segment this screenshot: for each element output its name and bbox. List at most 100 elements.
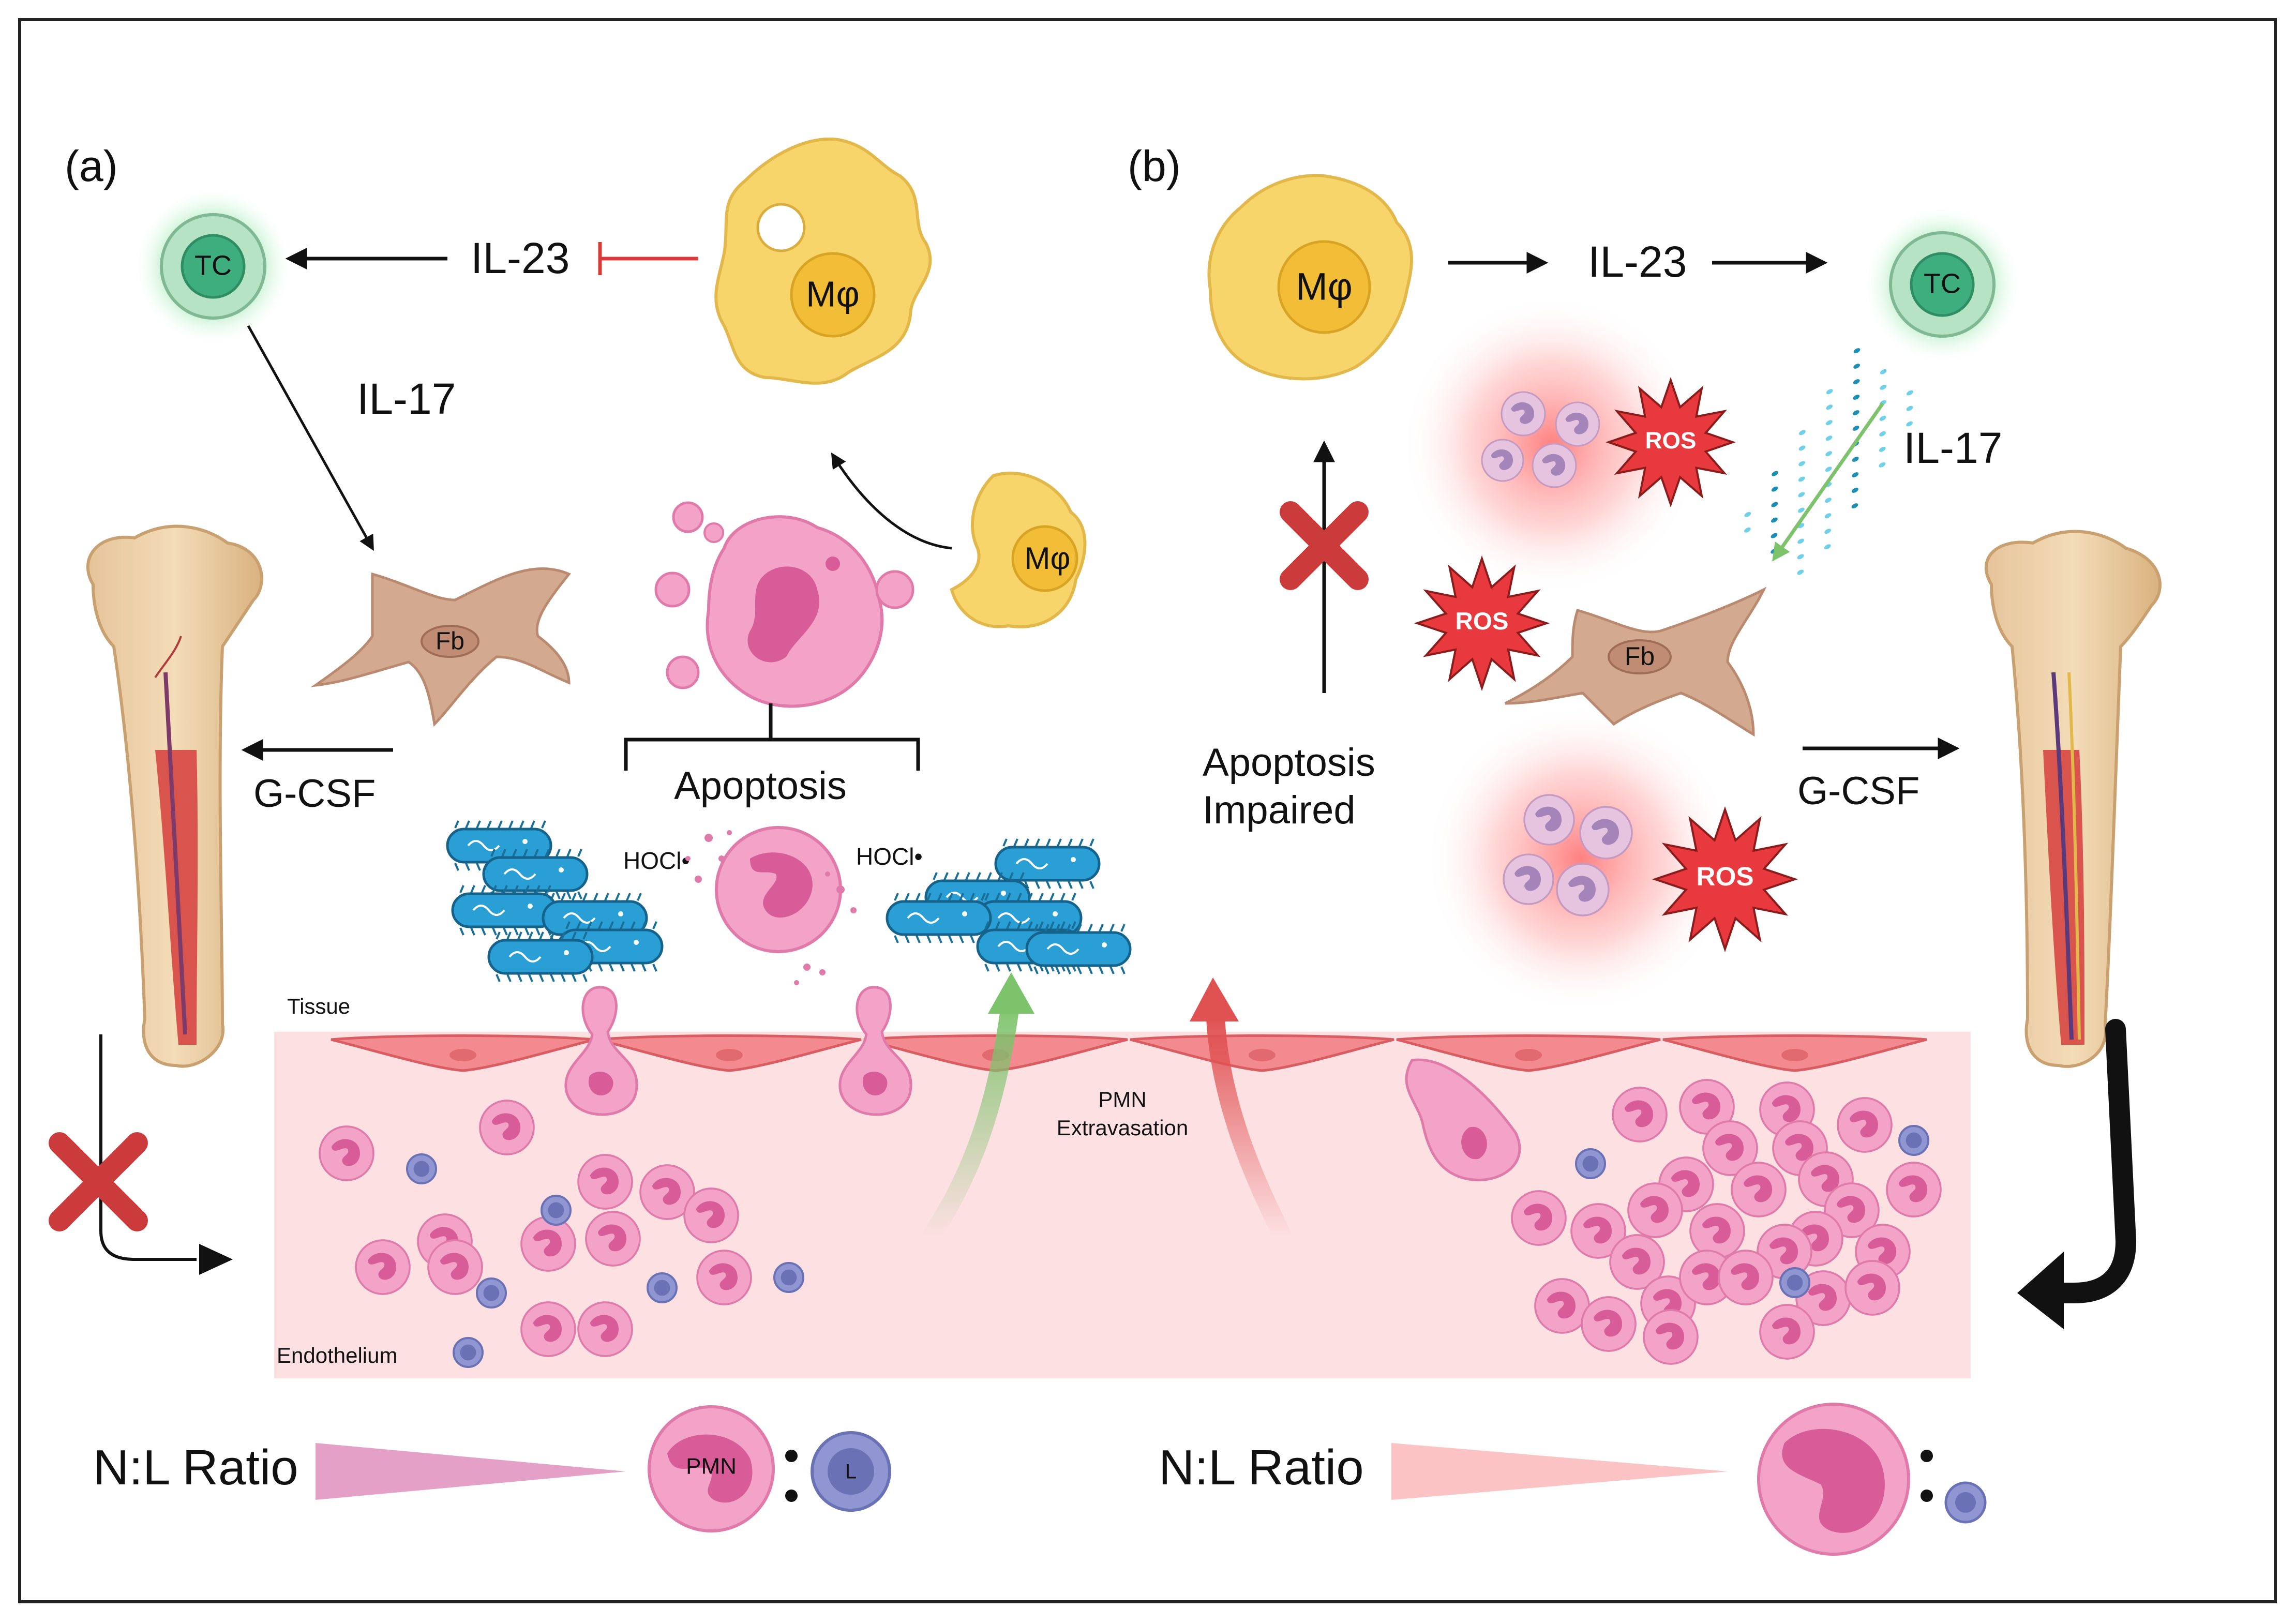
nl-ratio-label-a: N:L Ratio [93,1440,298,1495]
macrophage-a: Mφ [714,138,932,385]
vessel-lymphocyte-left-2 [476,1277,507,1309]
bone-a-exit-arrowhead [199,1244,233,1275]
macrophage-a-small: Mφ [950,471,1087,628]
vessel-neutrophil-right-4 [1702,1120,1758,1176]
endothelial-cell-4 [1396,1034,1661,1072]
transmigrating-neutrophil-3 [1405,1058,1521,1181]
vessel-neutrophil-right-1 [1679,1079,1735,1135]
lymphocyte-label: L [845,1461,857,1483]
macrophage-b: Mφ [1207,174,1413,381]
bacterium-left-1 [482,849,589,899]
vessel-neutrophil-right-14 [1511,1190,1567,1246]
extravasation-arrow-a [922,989,1021,1245]
macrophage-a-small-label: Mφ [1025,541,1071,576]
vessel-neutrophil-left-4 [683,1187,739,1243]
ros-bottom-cell-0 [1523,794,1575,846]
ros-star-2: ROS [1652,806,1798,953]
bone-a [86,524,263,1068]
gcsf-label-b: G-CSF [1797,769,1919,813]
il17-label-a: IL-17 [357,374,456,423]
il17-label-b: IL-17 [1903,424,2002,472]
macrophage-a-label: Mφ [806,274,860,314]
vessel-neutrophil-right-12 [1627,1182,1683,1238]
endothelial-lining [331,1034,1927,1072]
il23-label-a: IL-23 [471,234,569,282]
ratio-colon-dot-a1 [785,1450,798,1462]
fibroblast-b-label: Fb [1625,642,1655,671]
ros-star-0: ROS [1605,377,1736,508]
lymphocyte-cell-a: L [811,1431,891,1512]
endothelial-cell-5 [1662,1034,1927,1072]
ros-bottom-cell-3 [1556,863,1610,916]
vessel-neutrophil-left-10 [520,1301,576,1357]
vessel-neutrophil-left-11 [577,1301,633,1357]
il17-arrow-a [247,325,374,551]
ratio-colon-dot-b1 [1921,1450,1933,1462]
vessel-neutrophil-right-27 [1643,1309,1699,1365]
vessel-lymphocyte-left-1 [541,1195,572,1226]
vessel-neutrophil-left-0 [319,1125,374,1181]
gcsf-label-a: G-CSF [253,772,376,816]
apoptotic-neutrophil [654,501,914,708]
panel-a-label: (a) [65,142,118,190]
bone-a-exit-path [99,1034,197,1261]
vessel-neutrophil-right-13 [1689,1203,1745,1259]
panel-b-label: (b) [1128,142,1181,190]
tissue-label: Tissue [287,994,350,1018]
vessel-neutrophil-right-26 [1759,1304,1815,1360]
transmigrating-neutrophil-2 [838,986,912,1116]
ratio-colon-dot-a2 [785,1490,798,1502]
endothelium-label: Endothelium [277,1343,397,1367]
vessel-cells [319,1079,1942,1368]
extravasation-arrowhead-b [1190,978,1239,1021]
vessel-neutrophil-right-15 [1570,1203,1626,1259]
pmn-label: PMN [686,1454,737,1479]
fibroblast-a-label: Fb [436,628,464,655]
vessel-neutrophil-right-7 [1731,1162,1787,1217]
vessel-neutrophil-right-3 [1837,1097,1893,1153]
nl-ratio-label-b: N:L Ratio [1159,1440,1364,1495]
bacterium-right-5 [1025,924,1132,974]
bone-b [1984,530,2162,1068]
pmn-cell-a: PMN [648,1405,775,1532]
bacterium-left-5 [487,931,594,982]
block-x-b [1280,501,1369,590]
vessel-neutrophil-left-6 [520,1216,576,1272]
ros-star-1: ROS [1414,555,1550,691]
vessel-neutrophil-right-20 [1581,1296,1637,1352]
vessel-neutrophil-left-5 [585,1211,641,1267]
transmigrating-neutrophil-1 [564,986,638,1116]
t-cell-b: TC [1862,204,2022,365]
pmn-cell-b [1757,1403,1910,1556]
vessel-neutrophil-right-9 [1886,1162,1942,1217]
lymphocyte-cell-b [1944,1481,1987,1524]
vessel-lymphocyte-right-0 [1575,1148,1606,1179]
nl-ratio-wedge-a [316,1443,626,1500]
extravasation-label-line2: Extravasation [1057,1116,1188,1140]
bacteria-cluster-left [446,820,664,982]
hocl-label-right: HOCl• [856,843,923,870]
il17-particles [1744,348,1913,575]
apoptosis-impaired-line1: Apoptosis [1203,741,1375,785]
vessel-neutrophil-right-0 [1612,1087,1668,1142]
vessel-lymphocyte-right-2 [1779,1267,1810,1298]
ros-cluster-bottom [1425,703,1735,1014]
hocl-label-left: HOCl• [623,847,690,874]
extravasation-arrowhead-a [988,972,1034,1014]
ros-bottom-cell-2 [1503,853,1554,905]
phagocytosis-arrow [831,452,952,550]
fibroblast-a: Fb [310,567,572,727]
vessel-neutrophil-right-16 [1609,1234,1665,1290]
apoptosis-bracket [624,703,920,771]
vessel-neutrophil-right-22 [1679,1250,1735,1305]
il17-arrow-b [1772,402,1884,562]
il23-label-b: IL-23 [1588,237,1687,286]
ros-star-0-label: ROS [1645,427,1697,454]
nl-ratio-wedge-b [1391,1443,1728,1500]
ros-stars: ROS ROS ROS [1414,377,1798,953]
macrophage-b-label: Mφ [1296,265,1353,308]
bacterium-left-2 [451,885,558,936]
t-cell-a: TC [133,186,293,347]
vessel-neutrophil-left-8 [696,1250,752,1305]
